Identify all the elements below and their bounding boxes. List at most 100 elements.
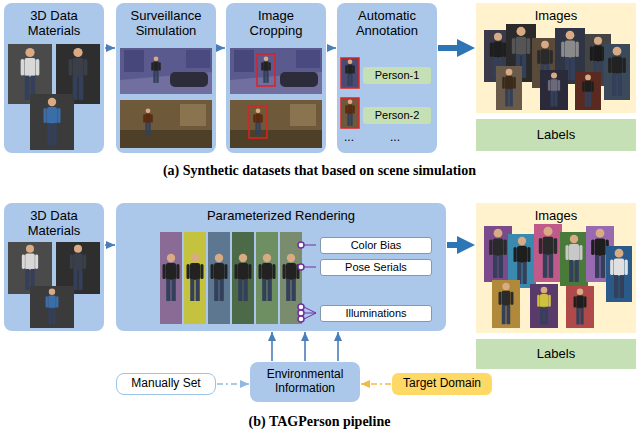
ellipsis-label: ... [344,131,364,145]
panel-caption: (b) TAGPerson pipeline [0,414,639,430]
connector-arrow [327,48,336,49]
leader-lines-part [304,313,316,314]
3d-models-b-part [30,286,74,328]
rendered-strip-part [280,232,302,324]
image-collage-b-part [610,249,628,298]
node-text: Pose Serials [345,261,407,274]
surveillance-scenes-part [120,100,212,148]
surveillance-scenes-part [170,72,208,87]
node-text: Environmental Information [254,368,356,396]
image-collage-b-part [514,237,531,284]
cropping-scenes-part [249,106,267,138]
rendered-strip [160,232,302,324]
node-text: Surveillance Simulation [124,9,208,39]
cropping-scenes-part [296,50,320,68]
label-tag: Person-1 [363,67,431,84]
image-collage-b-part [606,246,632,302]
output-panel: Images [476,203,636,333]
leader-lines-part [304,267,316,268]
image-collage-b-part [508,234,536,288]
image-collage-a-part [585,34,611,86]
image-collage-a-part [540,70,568,110]
leader-lines-part [304,307,316,313]
leader-lines-part [304,313,316,319]
cropping-scenes-part [280,72,318,87]
rendered-strip-part [235,254,252,301]
connector-path [304,332,306,361]
ellipsis-label: ... [390,131,410,145]
leader-lines-part [304,245,316,246]
connector-path [271,332,273,361]
image-collage-a-part [490,33,506,78]
output-labels: Labels [476,119,636,151]
output-labels: Labels [476,339,636,369]
rendered-strip-part [187,254,204,301]
rendered-strip-part [283,254,300,301]
image-collage-b-part [499,283,514,325]
stage-box: 3D Data Materials [4,203,104,331]
annotated-crops-part [341,58,359,88]
cropping-scenes-part [230,72,322,94]
connector-arrow [438,48,463,49]
3d-models-b-part [8,242,52,294]
3d-models-a-part [69,48,88,100]
image-collage-a-part [548,73,560,107]
annotated-crops-part [341,98,359,128]
image-collage-a-part [537,41,553,84]
image-collage-b-part [566,235,583,282]
connector-path [337,332,339,361]
3d-models-b-part [46,289,59,325]
node-text: Manually Set [131,377,200,391]
connector-arrow [105,48,115,49]
image-collage-a-part [496,66,522,110]
annotated-crops-part [345,59,355,85]
stage-box: Surveillance Simulation [116,3,216,153]
stage-box: 3D Data Materials [4,3,104,153]
cropping-scenes-part [230,130,322,148]
3d-models-a-part [21,48,40,100]
label-tag: Person-2 [363,107,431,124]
image-collage-b-part [574,289,587,325]
node-text: Automatic Annotation [345,9,429,39]
node-text: 3D Data Materials [12,209,96,239]
cropping-scenes-part [290,104,316,126]
environment-box: Environmental Information [250,362,360,402]
3d-models-a-part [56,44,100,104]
image-collage-a-part [561,31,579,80]
node-text: Images [535,209,578,224]
parameter-markers [298,242,304,322]
3d-models-b-part [70,245,86,290]
node-text: Labels [537,128,575,143]
surveillance-scenes-part [186,50,210,68]
surveillance-scenes-part [180,104,206,126]
rendered-strip-part [163,254,180,301]
cropping-scenes-part [257,54,275,86]
image-collage-b-part [591,229,609,278]
annotated-crops [341,58,359,128]
image-collage-b-part [492,280,520,328]
stage-box: Image Cropping [226,3,326,153]
output-panel: Images [476,3,636,113]
parameter-markers-part [298,310,304,316]
connector-path [438,45,463,51]
node-text: Image Cropping [234,9,318,39]
3d-models-b-part [56,242,100,294]
parameter-box: Pose Serials [320,259,432,276]
connector-path [105,244,115,246]
surveillance-scenes [120,48,212,148]
image-collage-b-part [586,226,614,282]
image-collage-a-part [484,30,512,82]
surveillance-scenes-part [120,130,212,148]
node-text: Target Domain [403,377,481,391]
connector-arrow [361,384,391,385]
surveillance-scenes-part [120,48,212,94]
image-collage-b-part [489,229,507,278]
node-text: Color Bias [351,239,402,252]
connector-path [217,47,225,49]
parameter-markers-part [298,242,304,248]
3d-models-a [8,44,100,150]
source-box: Manually Set [116,373,216,395]
surveillance-scenes-part [143,108,153,134]
connector-arrow [105,245,115,246]
connector-path [447,242,463,248]
